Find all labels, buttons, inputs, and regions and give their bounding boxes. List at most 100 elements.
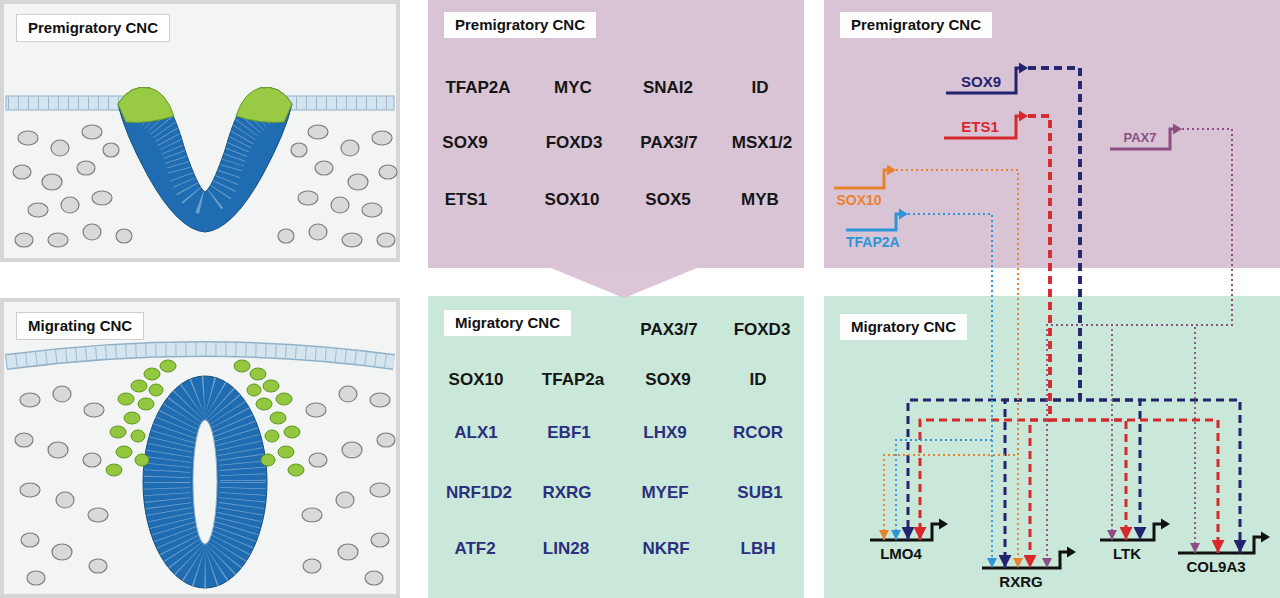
ectoderm-band	[6, 96, 126, 110]
stage-heading: Premigratory CNC	[16, 14, 170, 42]
neural-plate-cells	[134, 98, 276, 193]
gene-name: SOX10	[545, 190, 600, 210]
regulatory-link	[1028, 116, 1050, 568]
stage-heading: Migratory CNC	[444, 310, 571, 336]
regulatory-link	[908, 214, 992, 568]
promoter-arrowhead	[939, 519, 948, 530]
neural-plate	[118, 87, 292, 232]
gene-name: FOXD3	[734, 320, 791, 340]
target-gene: LTK	[1100, 540, 1154, 568]
gene-name: TFAP2A	[445, 78, 510, 98]
stage-heading: Migratory CNC	[840, 314, 967, 340]
promoter-line	[870, 524, 940, 540]
promoter-arrowhead	[1019, 63, 1028, 74]
regulatory-link	[1028, 116, 1126, 540]
gene-name: ID	[750, 370, 767, 390]
illustration-panel: Migrating CNC	[0, 298, 400, 598]
gene-name: MYC	[554, 78, 592, 98]
promoter-line	[982, 552, 1068, 568]
regulatory-link	[1047, 129, 1232, 568]
gene-name: LIN28	[543, 539, 589, 559]
promoter-arrowhead	[1019, 111, 1028, 122]
mesoderm-group	[302, 386, 395, 585]
gene-name: SNAI2	[643, 78, 693, 98]
gene-name: ATF2	[454, 539, 495, 559]
gene-name: SUB1	[737, 483, 782, 503]
gene-name: RCOR	[733, 423, 783, 443]
gene-name: NRF1D2	[446, 483, 512, 503]
regulator-gene: SOX9	[946, 60, 1028, 100]
stage-heading: Premigratory CNC	[840, 12, 992, 38]
regulatory-link	[1182, 129, 1232, 553]
mesoderm-right	[302, 386, 395, 585]
promoter-arrowhead	[887, 165, 896, 176]
promoter-line	[1178, 537, 1262, 553]
gene-name: PAX3/7	[640, 133, 697, 153]
crest-group	[234, 360, 304, 476]
stage-box: Migratory CNCPAX3/7FOXD3SOX10TFAP2aSOX9I…	[428, 296, 804, 598]
gene-name: SOX9	[645, 370, 690, 390]
neural-tube-cells	[167, 398, 243, 566]
promoter-arrowhead	[1173, 124, 1182, 135]
target-name: COL9A3	[1178, 558, 1254, 576]
regulator-gene: ETS1	[944, 108, 1028, 144]
crest-group	[106, 360, 176, 476]
stage-box: Migratory CNC LMO4RXRG LTK COL9A3	[824, 296, 1280, 598]
gene-name: ID	[752, 78, 769, 98]
gene-name: ALX1	[454, 423, 497, 443]
regulatory-link	[896, 214, 992, 540]
stage-heading: Migrating CNC	[16, 312, 144, 340]
promoter-line	[946, 68, 1021, 93]
regulator-gene: PAX7	[1110, 122, 1182, 154]
regulator-gene: TFAP2A	[846, 208, 908, 254]
mesoderm-group	[15, 386, 108, 585]
mesoderm-right	[278, 125, 397, 247]
gene-name: LHX9	[643, 423, 686, 443]
stage-box: Premigratory CNCTFAP2AMYCSNAI2IDSOX9FOXD…	[428, 0, 804, 268]
regulatory-link	[1028, 116, 1218, 553]
regulator-name: ETS1	[944, 118, 1016, 136]
target-gene: COL9A3	[1178, 553, 1254, 581]
ectoderm-cells	[8, 97, 124, 110]
premigratory-illustration	[6, 87, 397, 247]
gene-name: MYEF	[641, 483, 688, 503]
migrating-illustration	[6, 349, 395, 588]
gene-name: LBH	[741, 539, 776, 559]
ectoderm-band	[6, 349, 394, 362]
target-gene: LMO4	[870, 540, 932, 568]
regulatory-link	[896, 170, 1018, 568]
gene-name: NKRF	[642, 539, 689, 559]
crest-cells-right	[234, 360, 304, 476]
illustration-panel: Premigratory CNC	[0, 0, 400, 262]
stage-heading: Premigratory CNC	[444, 12, 596, 38]
gene-name: MYB	[741, 190, 779, 210]
mesoderm-group	[13, 125, 132, 247]
promoter-arrowhead	[1067, 547, 1076, 558]
mesoderm-group	[278, 125, 397, 247]
gene-name: TFAP2a	[542, 370, 604, 390]
regulatory-link	[1005, 68, 1080, 568]
transition-arrow	[546, 266, 702, 298]
regulatory-link	[908, 68, 1080, 540]
gene-name: MSX1/2	[732, 133, 792, 153]
target-gene: RXRG	[982, 568, 1060, 596]
target-name: LTK	[1100, 545, 1154, 563]
gene-name: PAX3/7	[640, 320, 697, 340]
regulator-name: TFAP2A	[846, 233, 896, 251]
mesoderm-left	[13, 125, 132, 247]
gene-name: SOX5	[645, 190, 690, 210]
regulator-name: PAX7	[1110, 129, 1170, 147]
regulatory-link	[1028, 68, 1240, 553]
neural-tube	[143, 376, 267, 588]
promoter-line	[1100, 524, 1162, 540]
regulator-name: SOX9	[946, 73, 1016, 91]
promoter-arrowhead	[899, 209, 908, 220]
promoter-line	[834, 170, 889, 188]
ectoderm-cells	[286, 97, 393, 110]
ectoderm-outline	[6, 349, 394, 362]
gene-name: RXRG	[542, 483, 591, 503]
regulator-gene: SOX10	[834, 164, 896, 210]
crest-cells-left	[106, 360, 176, 476]
gene-name: FOXD3	[546, 133, 603, 153]
